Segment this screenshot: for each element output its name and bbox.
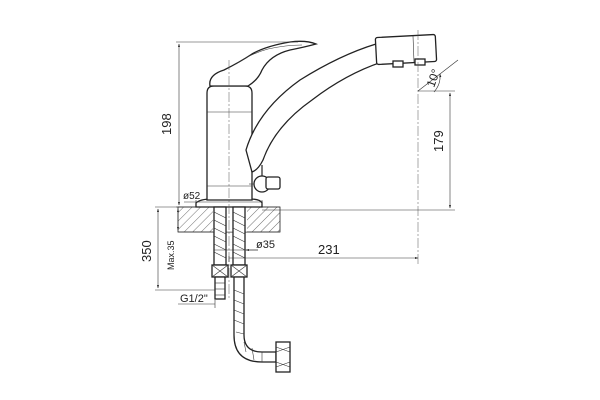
label-counter-thickness: Max.35 bbox=[166, 240, 176, 270]
dim-outlet-height: 179 bbox=[262, 90, 455, 211]
dim-height-total: 198 bbox=[159, 41, 298, 208]
dim-hose-length: 350 bbox=[139, 206, 215, 291]
dim-body-diameter: ø52 bbox=[183, 191, 263, 204]
label-spout-angle: 10° bbox=[424, 67, 443, 89]
side-valve bbox=[249, 165, 281, 193]
dim-shank-diameter: ø35 bbox=[214, 239, 275, 252]
label-hose-length: 350 bbox=[139, 240, 154, 262]
dim-thread: G1/2" bbox=[178, 293, 216, 308]
label-body-diameter: ø52 bbox=[183, 191, 201, 202]
dim-spout-angle: 10° bbox=[417, 59, 459, 93]
label-height-total: 198 bbox=[159, 113, 174, 135]
lever-handle bbox=[209, 40, 319, 87]
spout bbox=[245, 33, 438, 173]
label-shank-diameter: ø35 bbox=[256, 239, 275, 251]
supply-hoses bbox=[211, 206, 291, 373]
dim-reach: 231 bbox=[228, 242, 419, 262]
label-outlet-height: 179 bbox=[431, 130, 446, 152]
label-thread: G1/2" bbox=[180, 293, 208, 305]
label-reach: 231 bbox=[318, 242, 340, 257]
faucet-body bbox=[206, 85, 253, 201]
dim-counter-thickness: Max.35 bbox=[166, 208, 180, 270]
